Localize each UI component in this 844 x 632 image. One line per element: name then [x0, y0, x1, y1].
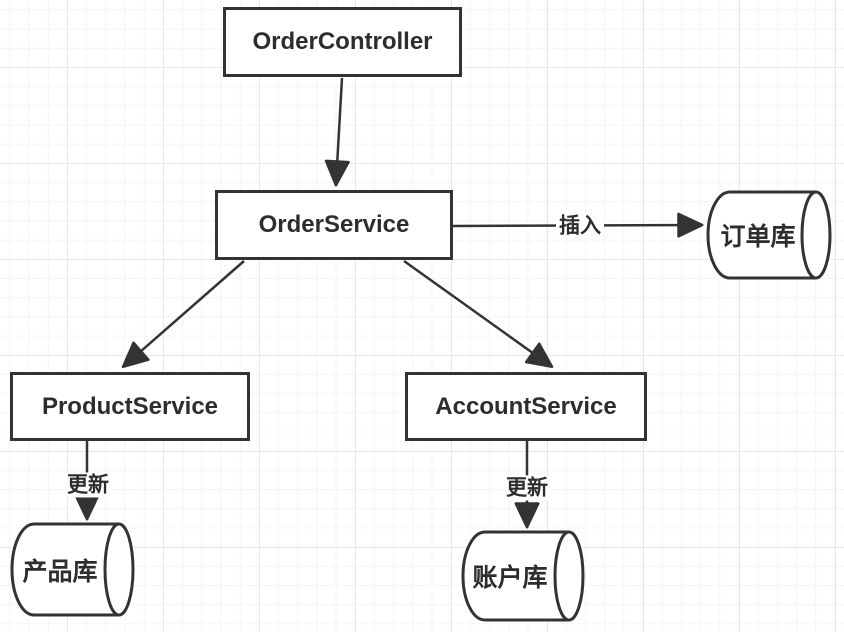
database-cylinder-product-db [10, 522, 135, 617]
edge-orderservice-productservice [121, 260, 245, 369]
node-account-service: AccountService [405, 372, 647, 441]
node-order-controller-label: OrderController [252, 28, 433, 55]
node-product-service: ProductService [10, 372, 250, 441]
node-order-service-label: OrderService [258, 211, 410, 238]
edge-orderservice-accountservice [403, 259, 554, 368]
database-cylinder-account-db [461, 530, 585, 622]
edge-label-update-product: 更新 [64, 472, 112, 498]
database-cylinder-order-db [706, 190, 832, 280]
edge-ordercontroller-orderservice [324, 77, 350, 187]
edge-label-insert: 插入 [556, 213, 604, 239]
node-account-service-label: AccountService [435, 392, 617, 420]
edge-label-update-account: 更新 [503, 475, 551, 501]
node-order-service: OrderService [215, 190, 453, 260]
node-product-service-label: ProductService [41, 392, 219, 420]
node-order-controller: OrderController [223, 7, 462, 77]
